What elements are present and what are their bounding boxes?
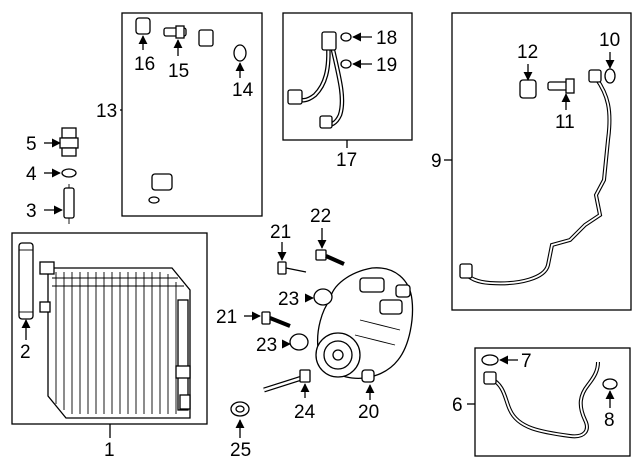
service-valve-core-11 <box>547 78 575 94</box>
o-ring-10 <box>604 68 616 84</box>
callout-14: 14 <box>232 80 254 101</box>
callout-21-upper: 21 <box>270 222 291 243</box>
callout-23-lower: 23 <box>256 335 277 356</box>
callout-15: 15 <box>168 61 189 82</box>
callout-16: 16 <box>134 54 155 75</box>
callout-11: 11 <box>555 112 575 133</box>
desiccant-bag <box>63 184 75 224</box>
callout-25: 25 <box>230 440 251 461</box>
o-ring-18 <box>340 32 352 42</box>
o-ring-8 <box>602 378 618 390</box>
callout-17: 17 <box>336 150 357 171</box>
callout-22: 22 <box>310 206 331 227</box>
callout-9: 9 <box>431 151 442 172</box>
o-ring-4 <box>61 168 77 178</box>
o-ring-7 <box>481 354 499 366</box>
hose-assembly <box>483 361 600 439</box>
liquid-line <box>459 69 612 286</box>
condenser <box>39 261 191 419</box>
box-suction-hose <box>121 12 263 217</box>
callout-20: 20 <box>358 402 379 423</box>
callout-2: 2 <box>20 342 31 363</box>
receiver-drier <box>18 242 34 320</box>
cap-23-lower <box>289 333 309 351</box>
callout-18: 18 <box>376 28 397 49</box>
callout-13: 13 <box>96 101 117 122</box>
cap-23-upper <box>313 288 333 306</box>
callout-10: 10 <box>599 30 620 51</box>
box-liquid-line <box>451 12 632 311</box>
callout-12: 12 <box>517 42 538 63</box>
callout-1: 1 <box>104 440 115 461</box>
service-valve-core-15 <box>163 25 187 39</box>
callout-8: 8 <box>604 410 615 431</box>
callout-7: 7 <box>521 351 532 372</box>
o-ring-14 <box>233 44 247 62</box>
compressor <box>315 267 414 383</box>
sleeve-25 <box>230 401 250 417</box>
stud-22 <box>315 249 345 266</box>
callout-21-lower: 21 <box>216 307 237 328</box>
suction-hose <box>148 29 221 204</box>
bolt-21-lower <box>261 311 291 328</box>
callout-23-upper: 23 <box>278 289 299 310</box>
callout-4: 4 <box>26 164 37 185</box>
callout-3: 3 <box>26 201 37 222</box>
pressure-switch <box>59 127 79 157</box>
service-valve-cap-12 <box>519 79 537 99</box>
box-hose-assembly <box>474 347 631 457</box>
callout-5: 5 <box>26 134 37 155</box>
callout-6: 6 <box>452 395 463 416</box>
discharge-hose <box>287 31 345 129</box>
o-ring-19 <box>340 59 352 69</box>
callout-24: 24 <box>294 402 316 423</box>
long-bolt-24 <box>263 369 311 393</box>
bolt-21-upper <box>277 261 307 275</box>
service-valve-cap-16 <box>135 17 151 35</box>
callout-19: 19 <box>376 55 397 76</box>
